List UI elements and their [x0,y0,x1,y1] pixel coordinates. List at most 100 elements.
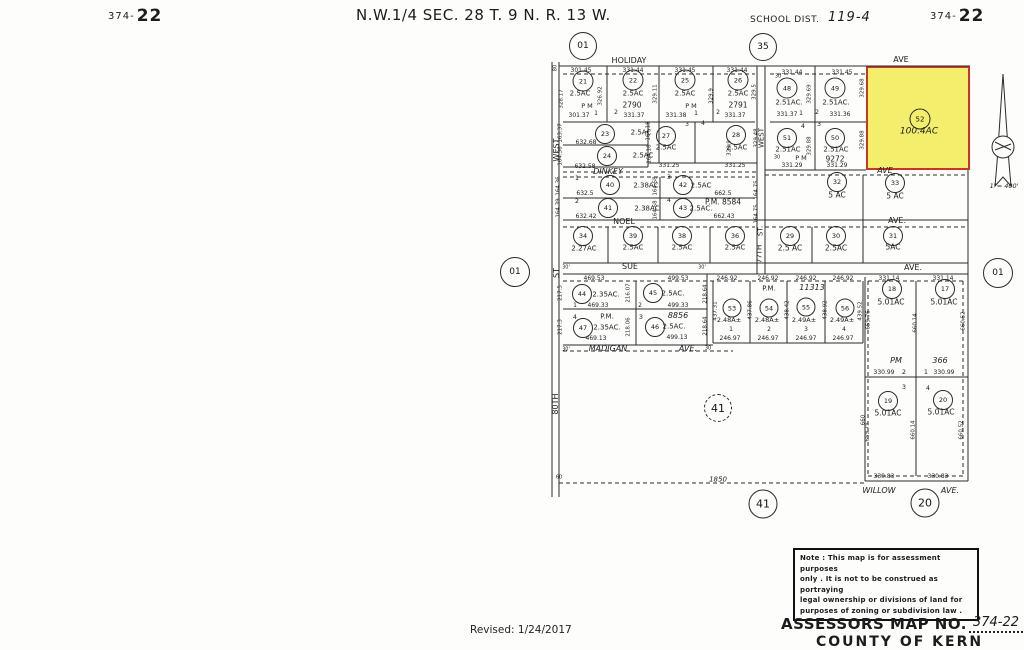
measurement-label: 3 [638,312,644,321]
street-label: AVE [893,55,909,64]
measurement-label: 1 [574,173,580,182]
measurement-label: 2.5AC [690,181,712,190]
measurement-label: 2.5AC [674,89,696,98]
measurement-label: 660.14 [912,313,919,333]
circle-33: 33 [885,173,905,193]
section-title: N.W.1/4 SEC. 28 T. 9 N. R. 13 W. [356,6,611,24]
street-label: AVE [877,166,893,175]
revised-date: Revised: 1/24/2017 [470,624,572,636]
measurement-label: 660.14 [910,420,917,440]
assessors-map-number: 374-22 [968,615,1024,633]
measurement-label: 5 AC [886,191,904,201]
circle-35: 35 [749,33,777,61]
measurement-label: 330.99 [873,369,895,376]
measurement-label: 660.52 [960,311,967,331]
measurement-label: 2.38AC. [633,181,661,190]
measurement-label: 2.5AC. [661,289,685,298]
measurement-label: 331.25 [724,162,746,169]
measurement-label: 30 [773,154,781,161]
measurement-label: 2.5AC. [689,204,713,213]
measurement-label: P.M. 8584 [704,197,742,207]
measurement-label: 659.76 [865,310,872,330]
measurement-label: 217.3 [557,319,564,335]
measurement-label: 499.13 [666,334,688,341]
measurement-label: 659.75 [864,422,871,442]
measurement-label: 1850 [709,475,727,484]
circle-45: 45 [643,283,663,303]
note-line: Note : This map is for assessment purpos… [800,554,941,573]
circle-50: 50 [825,128,845,148]
circle-31: 31 [883,226,903,246]
measurement-label: 164.58 [652,200,659,220]
street-label: AVE. [903,263,923,272]
county-title: COUNTY OF KERN [816,634,984,650]
measurement-label: 331.29 [781,162,803,169]
measurement-label: 218.06 [625,317,632,337]
circle-28: 28 [726,125,746,145]
measurement-label: 438.92 [822,300,829,320]
scale-label: 1"= 400' [989,181,1019,190]
measurement-label: 2.5AC [724,243,746,252]
circle-46: 46 [645,317,665,337]
measurement-label: 329.5 [751,84,758,100]
map-number-top-left: 374- 22 [108,6,162,26]
measurement-label: 2.5AC [630,128,652,137]
street-label: SUE [622,262,638,271]
measurement-label: 163.37 [557,123,564,143]
circle-43: 43 [673,198,693,218]
circle-44: 44 [572,284,592,304]
measurement-label: 30' [562,264,570,271]
measurement-label: 331.37 [776,111,798,118]
measurement-label: 331.36 [829,111,851,118]
circle-24: 24 [597,146,617,166]
circle-17: 17 [935,279,955,299]
measurement-label: 5AC [885,242,901,252]
measurement-label: 331.14 [878,275,900,282]
measurement-label: 2.5AC [622,89,644,98]
measurement-label: 662.43 [713,213,735,220]
measurement-label: 2.5AC [726,143,748,152]
circle-01: 01 [500,257,530,287]
measurement-label: 164.75 [753,204,760,224]
measurement-label: 2 [901,367,907,376]
measurement-label: 2.49A± [791,315,817,324]
measurement-label: 30' [562,346,570,353]
measurement-label: 30' [698,264,706,271]
circle-19: 19 [878,391,898,411]
measurement-label: 217.5 [557,285,564,301]
measurement-label: 331.25 [658,162,680,169]
measurement-label: 2.48A± [716,315,742,324]
measurement-label: 331.14 [932,275,954,282]
measurement-label: 164.39 [555,198,562,218]
measurement-label: 2791 [728,100,748,110]
circle-47: 47 [573,318,593,338]
note-line: purposes of zoning or subdivision law . [800,606,963,615]
measurement-label: 30 [774,73,782,80]
map-number-value: 22 [136,6,163,26]
measurement-label: 2.27AC [571,244,597,253]
circle-39: 39 [623,226,643,246]
measurement-label: 632.42 [575,213,597,220]
measurement-label: 632.58 [574,163,596,170]
measurement-label: 632.5 [576,190,594,197]
street-label: AVE. [940,486,960,495]
measurement-label: 2.38AC [634,204,660,213]
measurement-label: 164.18 [645,121,652,141]
measurement-label: P M [685,101,697,110]
measurement-label: 2.51AC [823,145,849,154]
measurement-label: P.M. [600,312,614,321]
measurement-label: 437.31 [712,301,719,321]
circle-52: 52 [909,108,931,130]
measurement-label: P M [795,153,807,162]
measurement-label: 439.52 [857,301,864,321]
measurement-label: 4 [666,195,672,204]
street-label: AVE. [678,344,698,353]
measurement-label: 330.99 [933,369,955,376]
measurement-label: 330.83 [927,473,949,480]
measurement-label: 660.52 [958,420,965,440]
measurement-label: 4 [800,121,806,130]
measurement-label: 2 [574,196,580,205]
measurement-label: 164.58 [652,176,659,196]
measurement-label: 246.92 [716,275,738,282]
measurement-label: 80 [552,64,559,72]
